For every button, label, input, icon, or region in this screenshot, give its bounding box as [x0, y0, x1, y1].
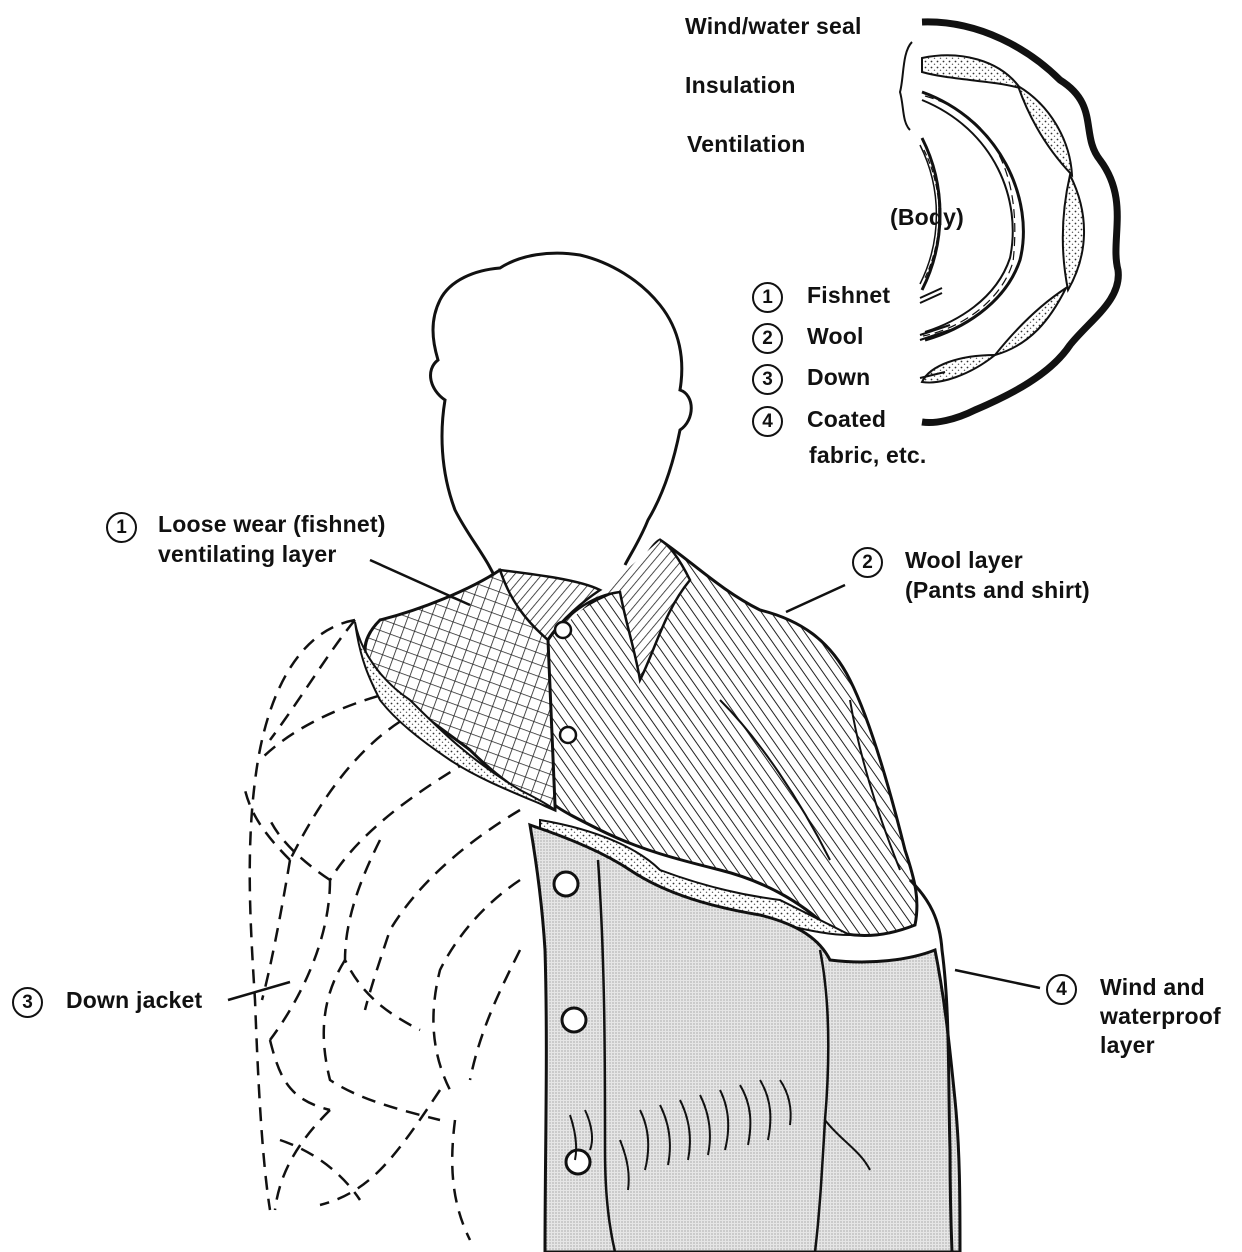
- shell-button: [562, 1008, 586, 1032]
- down-callout-number: 3: [12, 987, 43, 1018]
- fishnet-callout-line: [370, 560, 470, 605]
- down-lobe: [995, 288, 1066, 355]
- head-silhouette: [431, 253, 692, 590]
- legend-number: 1: [752, 282, 783, 313]
- legend-label: Down: [807, 363, 870, 392]
- wool-callout-line: [786, 585, 845, 612]
- wool-callout-label-2: (Pants and shirt): [905, 576, 1090, 605]
- legend-label: Coated: [807, 405, 886, 434]
- insulation-brace: [900, 42, 912, 130]
- shell-button: [566, 1150, 590, 1174]
- down-callout-line: [228, 982, 290, 1000]
- down-lobe: [1018, 86, 1072, 175]
- down-lobe: [922, 355, 995, 383]
- legend-label: Wool: [807, 322, 864, 351]
- down-lobe: [922, 55, 1020, 88]
- wool-callout-label: Wool layer: [905, 546, 1023, 575]
- fishnet-callout-label-2: ventilating layer: [158, 540, 337, 569]
- down-callout-label: Down jacket: [66, 986, 202, 1015]
- legend-number: 3: [752, 364, 783, 395]
- shell-callout-label: Wind and: [1100, 973, 1205, 1002]
- down-lobe: [1063, 175, 1084, 290]
- shell-callout-label-2: waterproof: [1100, 1002, 1221, 1031]
- seal-label: Wind/water seal: [685, 12, 862, 41]
- legend-number: 4: [752, 406, 783, 437]
- legend-label-continued: fabric, etc.: [809, 441, 926, 470]
- shell-callout-label-3: layer: [1100, 1031, 1155, 1060]
- shell-button: [554, 872, 578, 896]
- fishnet-callout-label: Loose wear (fishnet): [158, 510, 386, 539]
- shell-callout-line: [955, 970, 1040, 988]
- ventilation-label: Ventilation: [687, 130, 806, 159]
- shirt-button: [555, 622, 571, 638]
- wool-callout-number: 2: [852, 547, 883, 578]
- fishnet-callout-number: 1: [106, 512, 137, 543]
- shirt-button: [560, 727, 576, 743]
- insulation-label: Insulation: [685, 71, 796, 100]
- legend-number: 2: [752, 323, 783, 354]
- shell-callout-number: 4: [1046, 974, 1077, 1005]
- body-label: (Body): [890, 203, 964, 232]
- legend-label: Fishnet: [807, 281, 890, 310]
